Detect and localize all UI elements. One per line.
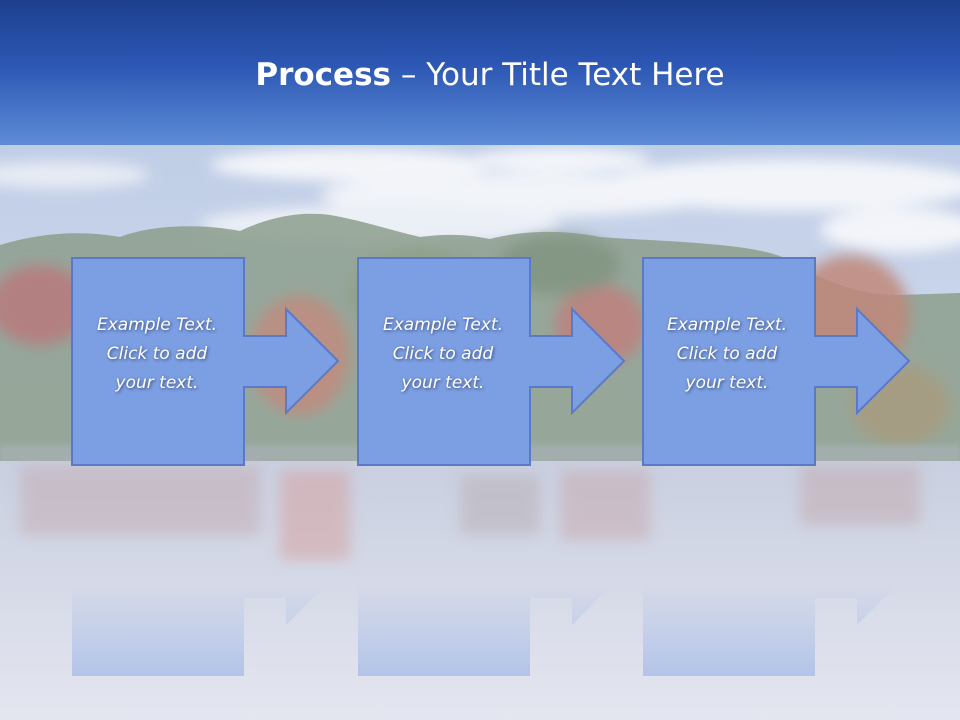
step-1-line-1: Example Text.: [96, 315, 218, 335]
step-3-arrow-box[interactable]: [642, 257, 911, 466]
step-2-line-3: your text.: [401, 373, 485, 393]
step-2-reflection: [358, 469, 624, 676]
step-2-text[interactable]: Example Text. Click to add your text.: [358, 311, 528, 398]
step-2-line-1: Example Text.: [382, 315, 504, 335]
step-3-line-3: your text.: [685, 373, 769, 393]
title-bold-part: Process: [255, 57, 391, 93]
step-2-line-2: Click to add: [392, 344, 494, 364]
title-rest-part: – Your Title Text Here: [391, 57, 725, 93]
step-3-line-1: Example Text.: [666, 315, 788, 335]
step-1-line-2: Click to add: [106, 344, 208, 364]
title-bar: [0, 0, 960, 145]
step-1-text[interactable]: Example Text. Click to add your text.: [72, 311, 242, 398]
step-1-reflection: [72, 469, 338, 676]
step-3-reflection: [643, 469, 909, 676]
step-3-line-2: Click to add: [676, 344, 778, 364]
step-1-line-3: your text.: [115, 373, 199, 393]
step-2-arrow-box[interactable]: [357, 257, 626, 466]
step-1-arrow-box[interactable]: [71, 257, 340, 466]
clouds: [0, 148, 960, 252]
slide-title[interactable]: Process – Your Title Text Here: [0, 52, 960, 98]
step-3-text[interactable]: Example Text. Click to add your text.: [642, 311, 812, 398]
